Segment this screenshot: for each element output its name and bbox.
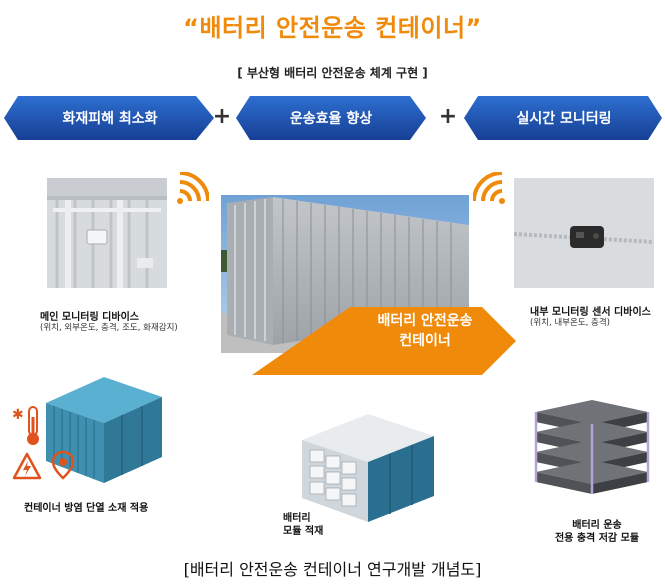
page-title: “배터리 안전운송 컨테이너” [183,14,482,42]
svg-text:✱: ✱ [12,407,24,423]
container-label-line2: 컨테이너 [399,333,451,349]
thermometer-icon: ✱ [12,406,39,445]
goal-chevron-1 [4,96,214,140]
container-label-arrow [252,307,516,375]
shock-module-caption-line2: 전용 충격 저감 모듈 [554,533,640,544]
goal-chevron-2 [236,96,426,140]
plus-sign-2: + [438,104,458,129]
main-device-detail: (위치, 외부온도, 충격, 조도, 화재감지) [40,323,178,333]
goal-banner [4,96,662,140]
main-device-title: 메인 모니터링 디바이스 [40,312,139,323]
container-label: 배터리 안전운송 컨테이너 [350,311,500,351]
figure-caption: [배터리 안전운송 컨테이너 연구개발 개념도] [183,560,482,579]
battery-module-caption-line2: 모듈 적재 [283,526,324,537]
goal-fire-minimize: 화재피해 최소화 [62,111,158,127]
goal-chevron-3 [464,96,662,140]
location-pin-icon [51,450,75,480]
shock-module-illustration [534,400,650,494]
subtitle: [ 부산형 배터리 안전운송 체계 구현 ] [237,66,428,80]
shock-module-caption-line1: 배터리 운송 [572,520,622,531]
internal-sensor-detail: (위치, 내부온도, 충격) [530,318,611,328]
electric-warning-icon [12,452,42,480]
goal-transport-efficiency: 운송효율 향상 [289,111,373,127]
shock-module-caption: 배터리 운송 전용 충격 저감 모듈 [540,519,654,545]
insulated-container-caption: 컨테이너 방염 단열 소재 적용 [24,503,149,514]
plus-sign-1: + [212,104,232,129]
wifi-signal-icon-left [177,172,209,204]
insulated-container-illustration [46,377,162,483]
battery-module-caption-line1: 배터리 [283,513,311,524]
wifi-signal-icon-right [473,172,505,204]
main-device-photo [47,178,167,288]
battery-module-illustration [302,414,434,522]
internal-sensor-photo [514,178,654,288]
container-label-line1: 배터리 안전운송 [377,313,473,329]
battery-module-caption: 배터리 모듈 적재 [283,512,323,538]
internal-sensor-title: 내부 모니터링 센서 디바이스 [530,307,651,318]
goal-realtime-monitoring: 실시간 모니터링 [516,111,612,127]
